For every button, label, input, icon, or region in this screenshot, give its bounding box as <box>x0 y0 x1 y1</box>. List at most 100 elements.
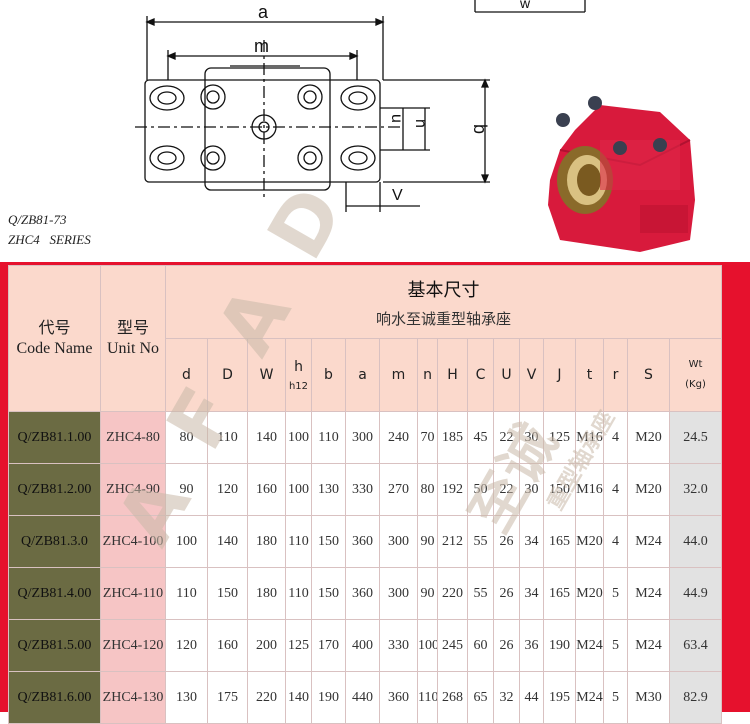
col-label: C <box>475 367 486 383</box>
col-header-r: r <box>603 338 628 412</box>
cell-S: M30 <box>627 671 670 724</box>
col-sublabel: h12 <box>288 380 309 392</box>
cell-b: 110 <box>311 411 346 464</box>
col-label: Wt <box>688 359 703 370</box>
cell-D: 120 <box>207 463 248 516</box>
cell-b: 150 <box>311 515 346 568</box>
cell-h: 140 <box>285 671 312 724</box>
unit-no-cell: ZHC4-120 <box>100 619 166 672</box>
cell-S: M20 <box>627 463 670 516</box>
cell-d: 80 <box>165 411 208 464</box>
cell-U: 26 <box>493 567 520 620</box>
cell-U: 22 <box>493 463 520 516</box>
cell-U: 26 <box>493 515 520 568</box>
col-label: d <box>182 367 191 383</box>
cell-S: M20 <box>627 411 670 464</box>
cell-r: 4 <box>603 411 628 464</box>
col-label: H <box>447 367 458 383</box>
cell-n: 110 <box>417 671 438 724</box>
cell-d: 120 <box>165 619 208 672</box>
cell-m: 330 <box>379 619 418 672</box>
col-label: b <box>324 367 333 383</box>
col-header-U: U <box>493 338 520 412</box>
cell-r: 5 <box>603 619 628 672</box>
cell-C: 55 <box>467 567 494 620</box>
cell-d: 90 <box>165 463 208 516</box>
cell-W: 180 <box>247 515 286 568</box>
unit-no-cell: ZHC4-110 <box>100 567 166 620</box>
product-photo <box>548 96 695 252</box>
cell-S: M24 <box>627 515 670 568</box>
cell-n: 90 <box>417 567 438 620</box>
cell-m: 240 <box>379 411 418 464</box>
cell-n: 70 <box>417 411 438 464</box>
cell-n: 80 <box>417 463 438 516</box>
cell-d: 110 <box>165 567 208 620</box>
cell-h: 110 <box>285 567 312 620</box>
cell-b: 170 <box>311 619 346 672</box>
col-header-b: b <box>311 338 346 412</box>
code-name-cell: Q/ZB81.4.00 <box>8 567 101 620</box>
table-title: 基本尺寸 <box>407 279 480 301</box>
cell-Wt: 32.0 <box>668 463 723 516</box>
cell-r: 4 <box>603 463 628 516</box>
col-header-d: d <box>165 338 208 412</box>
col-header-t: t <box>575 338 604 412</box>
cell-d: 100 <box>165 515 208 568</box>
cell-H: 185 <box>437 411 468 464</box>
cell-H: 192 <box>437 463 468 516</box>
col-label: m <box>391 367 406 383</box>
table-subtitle: 响水至诚重型轴承座 <box>376 309 512 328</box>
col-label: W <box>259 367 274 383</box>
spec-series: ZHC4 SERIES <box>8 232 91 247</box>
cell-V: 34 <box>519 515 544 568</box>
cell-d: 130 <box>165 671 208 724</box>
cell-U: 32 <box>493 671 520 724</box>
cell-W: 140 <box>247 411 286 464</box>
cell-H: 220 <box>437 567 468 620</box>
cell-m: 300 <box>379 567 418 620</box>
cell-Wt: 44.0 <box>668 515 723 568</box>
cell-a: 400 <box>345 619 380 672</box>
dimension-table: 代号 Code Name 型号 Unit No 基本尺寸 响水至诚重型轴承座 d… <box>8 265 723 724</box>
cell-H: 245 <box>437 619 468 672</box>
cell-J: 195 <box>543 671 576 724</box>
cell-a: 330 <box>345 463 380 516</box>
dim-w-label: w <box>519 0 531 11</box>
cell-m: 300 <box>379 515 418 568</box>
col-header-m: m <box>379 338 418 412</box>
cell-h: 125 <box>285 619 312 672</box>
cell-C: 50 <box>467 463 494 516</box>
cell-V: 34 <box>519 567 544 620</box>
cell-b: 130 <box>311 463 346 516</box>
cell-r: 5 <box>603 671 628 724</box>
col-label: V <box>526 367 537 383</box>
col-label: a <box>358 367 367 383</box>
col-label: t <box>586 367 593 383</box>
code-name-cell: Q/ZB81.1.00 <box>8 411 101 464</box>
cell-V: 30 <box>519 411 544 464</box>
dim-b-label: b <box>470 124 490 134</box>
cell-C: 55 <box>467 515 494 568</box>
cell-t: M20 <box>575 567 604 620</box>
cell-a: 360 <box>345 567 380 620</box>
dim-v-label: V <box>392 187 403 204</box>
cell-h: 100 <box>285 411 312 464</box>
cell-V: 44 <box>519 671 544 724</box>
cell-Wt: 82.9 <box>668 671 723 724</box>
cell-t: M16 <box>575 411 604 464</box>
dim-m-label: m <box>254 36 269 56</box>
cell-h: 100 <box>285 463 312 516</box>
dim-n-label: n <box>412 119 429 128</box>
unit-no-cell: ZHC4-90 <box>100 463 166 516</box>
col-label: J <box>557 367 562 383</box>
cell-r: 5 <box>603 567 628 620</box>
cell-D: 175 <box>207 671 248 724</box>
unit-no-cell: ZHC4-130 <box>100 671 166 724</box>
cell-D: 150 <box>207 567 248 620</box>
cell-C: 60 <box>467 619 494 672</box>
